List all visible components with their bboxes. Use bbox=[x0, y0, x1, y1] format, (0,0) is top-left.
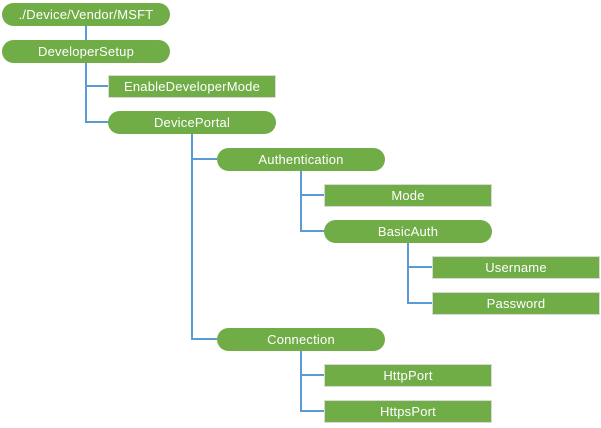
connector-stub-password bbox=[407, 302, 432, 304]
connector-connection-trunk bbox=[300, 351, 302, 412]
node-device-vendor-msft: ./Device/Vendor/MSFT bbox=[2, 3, 170, 26]
connector-developersetup-trunk bbox=[85, 63, 87, 123]
connector-authentication-trunk bbox=[300, 171, 302, 232]
connector-stub-enabledevelopermode bbox=[85, 85, 108, 87]
connector-stub-httpport bbox=[300, 374, 324, 376]
node-basic-auth: BasicAuth bbox=[324, 220, 492, 243]
connector-stub-deviceportal bbox=[85, 121, 108, 123]
connector-basicauth-trunk bbox=[407, 243, 409, 304]
node-https-port: HttpsPort bbox=[324, 400, 492, 423]
connector-stub-username bbox=[407, 266, 432, 268]
connector-deviceportal-trunk bbox=[191, 134, 193, 340]
node-http-port: HttpPort bbox=[324, 364, 492, 387]
node-username: Username bbox=[432, 256, 600, 279]
node-enable-developer-mode: EnableDeveloperMode bbox=[108, 75, 276, 98]
node-developer-setup: DeveloperSetup bbox=[2, 40, 170, 63]
node-connection: Connection bbox=[217, 328, 385, 351]
node-mode: Mode bbox=[324, 184, 492, 207]
node-device-portal: DevicePortal bbox=[108, 111, 276, 134]
connector-stub-mode bbox=[300, 194, 324, 196]
connector-stub-basicauth bbox=[300, 230, 324, 232]
node-password: Password bbox=[432, 292, 600, 315]
connector-root-to-developersetup bbox=[85, 26, 87, 40]
connector-stub-httpsport bbox=[300, 410, 324, 412]
node-authentication: Authentication bbox=[217, 148, 385, 171]
connector-stub-authentication bbox=[191, 158, 217, 160]
connector-stub-connection bbox=[191, 338, 217, 340]
